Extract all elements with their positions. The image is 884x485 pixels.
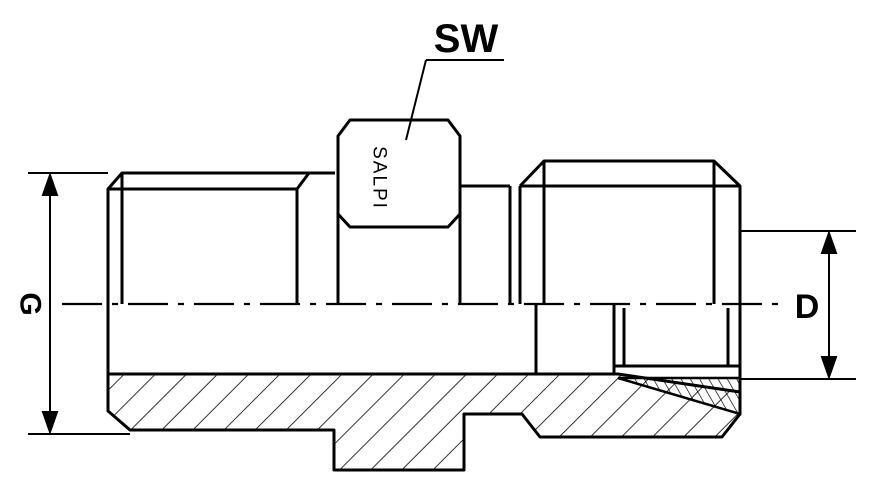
bore-outline: [108, 304, 742, 392]
label-sw: SW: [434, 17, 499, 61]
dimension-g: [28, 171, 130, 436]
hex-nut-body: [336, 118, 462, 304]
section-hatch-body: [106, 372, 742, 472]
brand-marking: SALPI: [369, 146, 390, 210]
dimension-d: [740, 229, 856, 381]
sw-leader: [405, 59, 504, 141]
label-g: G: [14, 292, 47, 315]
union-nut: [518, 159, 742, 304]
section-hatch-cone: [617, 376, 742, 416]
threaded-stud: [106, 171, 335, 374]
label-d: D: [795, 288, 820, 326]
neck: [460, 184, 522, 304]
